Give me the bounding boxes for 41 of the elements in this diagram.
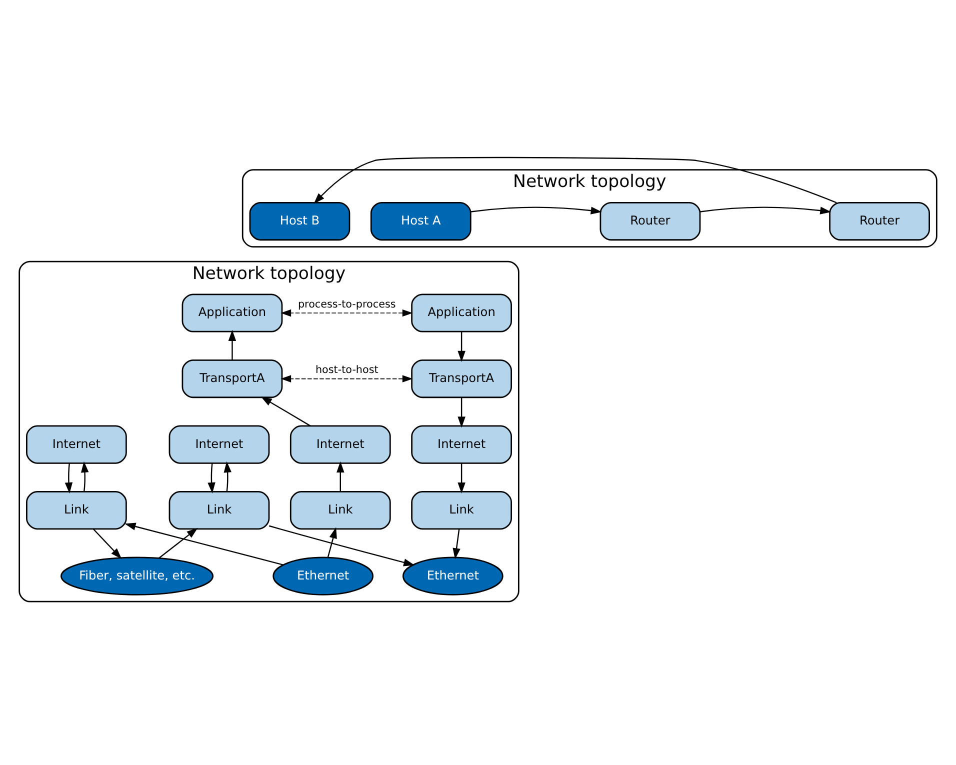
node-box: Link <box>26 490 127 530</box>
node-box: Application <box>411 293 512 332</box>
arrow <box>92 528 122 559</box>
arrow <box>280 308 413 316</box>
arrow <box>458 396 466 428</box>
node-box: Application <box>182 293 283 332</box>
arrow <box>470 206 602 214</box>
arrow <box>208 462 216 494</box>
arrow <box>64 462 73 494</box>
node-box: TransportA <box>182 358 283 398</box>
node-box: Link <box>411 490 512 530</box>
arrow <box>158 527 198 558</box>
arrow <box>458 462 466 494</box>
arrow <box>327 526 337 558</box>
node-box: Router <box>600 201 701 240</box>
node-box: TransportA <box>411 358 512 398</box>
edge-label: host-to-host <box>315 364 378 376</box>
node-box: Link <box>290 490 391 530</box>
node-box: Host B <box>249 201 350 240</box>
arrow <box>224 460 232 492</box>
edge-label: process-to-process <box>298 298 396 310</box>
arrow <box>452 528 460 559</box>
arrow <box>458 331 466 362</box>
node-box: Link <box>168 490 270 530</box>
arrow <box>314 156 837 204</box>
arrow <box>336 460 344 492</box>
node-box: Internet <box>411 424 512 464</box>
node-ellipse: Ethernet <box>272 556 374 595</box>
node-box: Internet <box>290 424 391 464</box>
arrow <box>700 206 832 214</box>
node-ellipse: Fiber, satellite, etc. <box>60 556 214 595</box>
arrow <box>80 460 89 492</box>
arrow <box>280 374 413 382</box>
node-box: Internet <box>26 424 127 464</box>
node-box: Router <box>829 201 930 240</box>
node-box: Host A <box>370 201 472 240</box>
arrow <box>124 522 284 565</box>
node-box: Internet <box>168 424 270 464</box>
arrow <box>228 329 236 360</box>
arrow <box>260 396 311 426</box>
arrow <box>268 524 415 566</box>
